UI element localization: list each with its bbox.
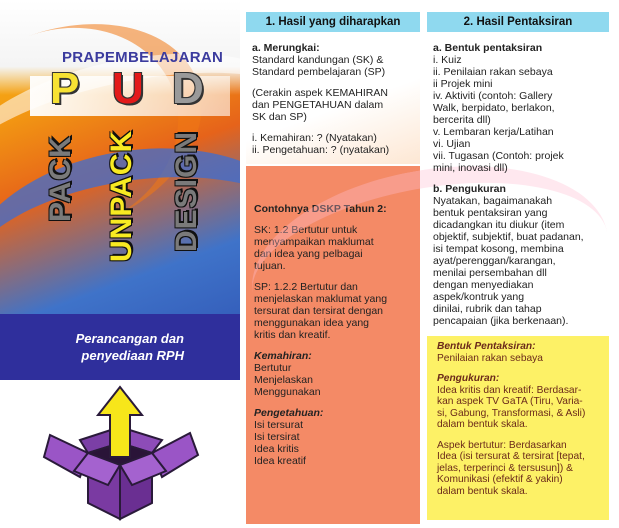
bentuk-item: i. Kuiz bbox=[433, 54, 462, 66]
merungkai-note: (Cerakin aspek KEMAHIRAN bbox=[252, 87, 388, 99]
example-bentuk-label: Bentuk Pentaksiran: bbox=[437, 341, 536, 352]
column-header-hasil-diharapkan: 1. Hasil yang diharapkan bbox=[246, 12, 420, 32]
example-pengukuran-line: si, Gabung, Transformasi, & Asli) bbox=[437, 407, 586, 419]
kemahiran-item: Bertutur bbox=[254, 362, 292, 374]
pengetahuan-label: Pengetahuan: bbox=[254, 407, 324, 419]
kemahiran-item: Menjelaskan bbox=[254, 374, 313, 386]
bentuk-item: mini, inovasi dll) bbox=[433, 162, 508, 174]
example-bentuk-value: Penilaian rakan sebaya bbox=[437, 352, 543, 364]
merungkai-item: i. Kemahiran: ? (Nyatakan) bbox=[252, 132, 377, 144]
column-header-hasil-pentaksiran: 2. Hasil Pentaksiran bbox=[427, 12, 609, 32]
dskp-sp-line: menggunakan idea yang bbox=[254, 317, 370, 329]
bentuk-item: ii. Penilaian rakan sebaya bbox=[433, 66, 553, 78]
example-aspek-line: Komunikasi (efektif & yakin) bbox=[437, 474, 563, 485]
pengukuran-line: isi tempat kosong, membina bbox=[433, 243, 564, 255]
pengetahuan-item: Isi tersirat bbox=[254, 431, 300, 443]
pud-letter-d: D bbox=[172, 64, 204, 113]
bentuk-item: ii Projek mini bbox=[433, 78, 493, 90]
example-pengukuran-line: dalam bentuk skala. bbox=[437, 419, 528, 430]
pengukuran-heading: b. Pengukuran bbox=[433, 183, 506, 195]
bentuk-heading: a. Bentuk pentaksiran bbox=[433, 42, 543, 54]
bentuk-item: v. Lembaran kerja/Latihan bbox=[433, 126, 554, 138]
word-unpack: UNPACK bbox=[105, 129, 138, 262]
dskp-sk-line: dan idea yang pelbagai bbox=[254, 248, 363, 260]
poster-footer-line1: Perancangan dan bbox=[75, 331, 184, 346]
bentuk-item: vi. Ujian bbox=[433, 138, 471, 150]
pengetahuan-item: Idea kritis bbox=[254, 443, 299, 455]
kemahiran-label: Kemahiran: bbox=[254, 350, 312, 362]
example-pengukuran-line: kan aspek TV GaTA (Tiru, Varia- bbox=[437, 396, 583, 407]
merungkai-note: dan PENGETAHUAN dalam bbox=[252, 99, 384, 111]
pengukuran-line: pencapaian (jika berkenaan). bbox=[433, 315, 569, 327]
dskp-section: Contohnya DSKP Tahun 2: SK: 1.2 Bertutur… bbox=[254, 203, 416, 467]
merungkai-line: Standard kandungan (SK) & bbox=[252, 54, 384, 66]
pengukuran-line: aspek/kontruk yang bbox=[433, 291, 525, 303]
dskp-sp-line: tersurat dan tersirat dengan bbox=[254, 305, 383, 317]
merungkai-heading: a. Merungkai: bbox=[252, 42, 320, 54]
open-box-icon bbox=[42, 385, 200, 521]
bentuk-item: iv. Aktiviti (contoh: Gallery bbox=[433, 90, 553, 102]
pud-letter-p: P bbox=[50, 64, 80, 113]
example-panel bbox=[427, 336, 609, 520]
pengukuran-line: objektif, subjektif, buat padanan, bbox=[433, 231, 584, 243]
pud-highlight-bar bbox=[30, 76, 230, 116]
pengukuran-line: Nyatakan, bagaimanakah bbox=[433, 195, 553, 207]
merungkai-note: SK dan SP) bbox=[252, 111, 307, 123]
example-section: Bentuk Pentaksiran: Penilaian rakan seba… bbox=[437, 341, 605, 497]
example-aspek-line: dalam bentuk skala. bbox=[437, 485, 528, 497]
poster-footer-line2: penyediaan RPH bbox=[81, 348, 184, 363]
pengukuran-line: dicadangkan itu diukur (item bbox=[433, 219, 565, 231]
example-aspek-line: Idea (isi tersurat & tersirat [tepat, bbox=[437, 451, 585, 462]
dskp-heading: Contohnya DSKP Tahun 2: bbox=[254, 203, 387, 215]
bentuk-item: bercerita dll) bbox=[433, 114, 491, 126]
merungkai-section: a. Merungkai: Standard kandungan (SK) & … bbox=[252, 42, 420, 156]
dskp-sk-line: SK: 1.2 Bertutur untuk bbox=[254, 224, 358, 236]
pengukuran-line: ayat/perenggan/karangan, bbox=[433, 255, 556, 267]
dskp-sp-line: SP: 1.2.2 Bertutur dan bbox=[254, 281, 358, 293]
pengetahuan-item: Isi tersurat bbox=[254, 419, 304, 431]
dskp-sk-line: menyampaikan maklumat bbox=[254, 236, 374, 248]
merungkai-background bbox=[246, 36, 420, 164]
dskp-sp-line: menjelaskan maklumat yang bbox=[254, 293, 388, 305]
word-pack: PACK bbox=[44, 135, 77, 222]
pengetahuan-item: Idea kreatif bbox=[254, 455, 306, 467]
pengukuran-line: menilai persembahan dll bbox=[433, 267, 547, 279]
pud-letter-u: U bbox=[112, 64, 144, 113]
dskp-panel bbox=[246, 166, 420, 524]
dskp-sp-line: kritis dan kreatif. bbox=[254, 329, 331, 341]
poster-header: PRAPEMBELAJARAN bbox=[62, 49, 224, 66]
example-aspek-line: jelas, terperinci & tersusun]) & bbox=[437, 462, 573, 474]
example-pengukuran-line: Idea kritis dan kreatif: Berdasar- bbox=[437, 384, 582, 396]
poster-footer: Perancangan dan penyediaan RPH bbox=[0, 314, 240, 380]
pengukuran-line: bentuk pentaksiran yang bbox=[433, 207, 548, 219]
bentuk-item: Walk, berpidato, berlakon, bbox=[433, 102, 555, 114]
example-pengukuran-label: Pengukuran: bbox=[437, 373, 500, 384]
poster-panel: PRAPEMBELAJARAN P U D PACK UNPACK DESIGN… bbox=[0, 0, 240, 380]
kemahiran-item: Menggunakan bbox=[254, 386, 321, 398]
pengukuran-line: dinilai, rubrik dan tahap bbox=[433, 303, 542, 315]
bentuk-item: vii. Tugasan (Contoh: projek bbox=[433, 150, 564, 162]
dskp-sk-line: tujuan. bbox=[254, 260, 286, 272]
merungkai-item: ii. Pengetahuan: ? (nyatakan) bbox=[252, 144, 390, 156]
pengukuran-line: dengan menyediakan bbox=[433, 279, 534, 291]
word-design: DESIGN bbox=[170, 130, 203, 252]
example-aspek-line: Aspek bertutur: Berdasarkan bbox=[437, 439, 567, 451]
merungkai-line: Standard pembelajaran (SP) bbox=[252, 66, 386, 78]
bentuk-section: a. Bentuk pentaksiran i. Kuiz ii. Penila… bbox=[433, 42, 609, 327]
